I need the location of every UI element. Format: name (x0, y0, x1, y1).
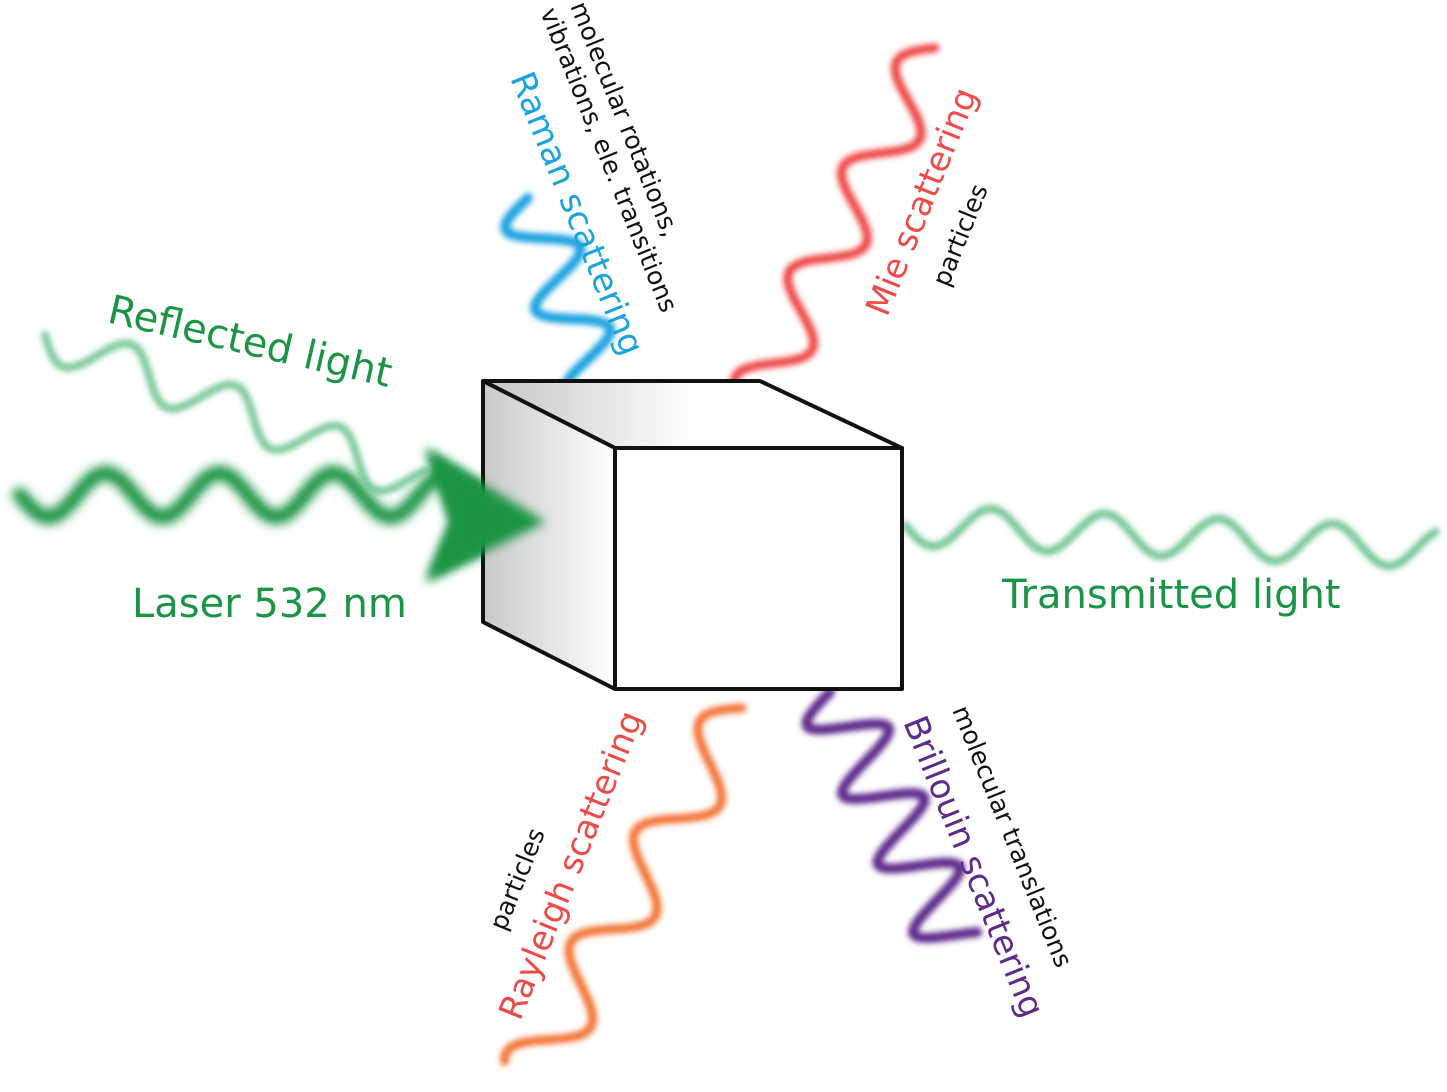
sample-cube (481, 379, 904, 691)
laser-label: Laser 532 nm (132, 581, 407, 627)
transmitted-label: Transmitted light (1001, 572, 1341, 618)
brillouin-wave (801, 687, 982, 943)
raman-wave (500, 193, 616, 405)
mie-wave (729, 43, 940, 395)
transmitted-wave (901, 504, 1440, 571)
laser-wave (12, 465, 448, 525)
cube-front-face (613, 446, 904, 691)
laser-arrowhead-front (428, 450, 546, 580)
rayleigh-wave (500, 703, 747, 1066)
reflected-wave (41, 331, 429, 496)
